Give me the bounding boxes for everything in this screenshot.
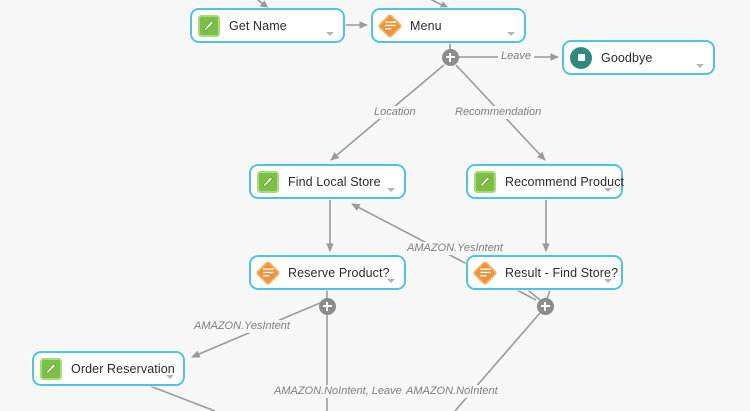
junction-result-branch[interactable] [536,297,554,315]
junction-menu-branch[interactable] [441,48,459,66]
node-label: Menu [410,18,442,33]
node-order-reservation[interactable]: Order Reservation [32,351,185,386]
node-label: Goodbye [601,50,653,65]
edge-label-no-intent-leave: AMAZON.NoIntent, Leave [271,385,405,398]
node-find-local-store[interactable]: Find Local Store [249,164,406,199]
node-label: Get Name [229,18,287,33]
edge-into-get-name [256,0,269,9]
chevron-down-icon[interactable] [604,279,612,283]
node-recommend-product[interactable]: Recommend Product [466,164,625,199]
stop-end-icon [570,46,592,69]
menu-choice-icon [255,259,281,286]
edge-order-reservation-down [149,385,216,411]
menu-choice-icon [377,12,403,39]
menu-choice-icon [472,259,498,286]
plus-vertical-icon [326,301,328,311]
edge-result-find-store-to-junction [527,289,541,301]
node-reserve-product[interactable]: Reserve Product? [249,255,406,290]
edit-prompt-icon [40,357,62,380]
node-label: Reserve Product? [288,265,390,280]
node-menu[interactable]: Menu [371,8,526,43]
junction-reserve-branch[interactable] [318,297,336,315]
edge-into-menu [430,0,449,9]
edit-prompt-icon [257,170,279,193]
node-label: Find Local Store [288,174,381,189]
chevron-down-icon[interactable] [326,32,334,36]
plus-vertical-icon [449,52,451,62]
edit-prompt-icon [198,14,220,37]
chevron-down-icon[interactable] [604,188,612,192]
edge-label-yes-intent-upper: AMAZON.YesIntent [404,242,506,255]
chevron-down-icon[interactable] [387,279,395,283]
chevron-down-icon[interactable] [696,64,704,68]
chevron-down-icon[interactable] [507,32,515,36]
node-label: Result - Find Store? [505,265,619,280]
node-result-find-store[interactable]: Result - Find Store? [466,255,623,290]
edge-label-leave: Leave [498,50,534,63]
node-goodbye[interactable]: Goodbye [562,40,715,75]
node-get-name[interactable]: Get Name [190,8,345,43]
chevron-down-icon[interactable] [166,375,174,379]
edge-label-recommendation: Recommendation [452,106,545,119]
node-label: Order Reservation [71,361,175,376]
plus-vertical-icon [544,301,546,311]
chevron-down-icon[interactable] [387,188,395,192]
edge-label-no-intent: AMAZON.NoIntent [403,385,501,398]
edge-label-yes-intent-lower: AMAZON.YesIntent [191,320,293,333]
edge-label-location: Location [371,106,419,119]
node-label: Recommend Product [505,174,625,189]
edit-prompt-icon [474,170,496,193]
